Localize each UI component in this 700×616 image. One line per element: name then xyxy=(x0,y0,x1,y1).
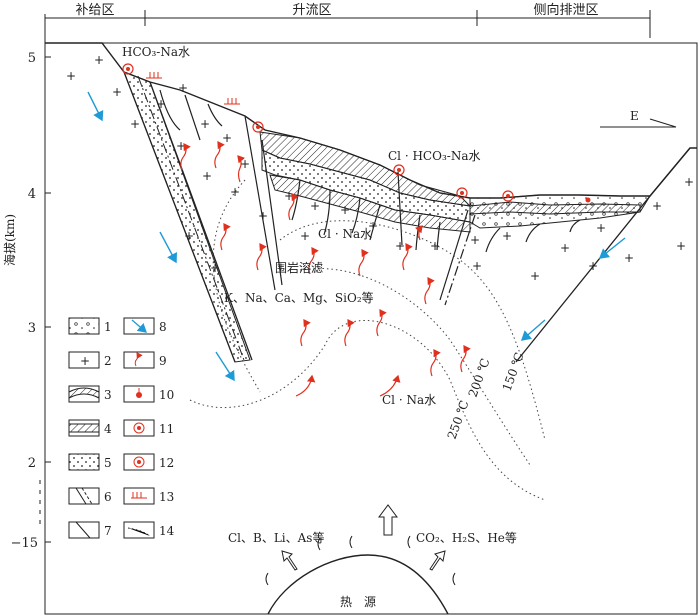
svg-text:6: 6 xyxy=(104,490,112,504)
svg-text:+: + xyxy=(200,117,210,131)
svg-text:+: + xyxy=(588,259,598,273)
y-axis-label: 海拔(km) xyxy=(2,214,17,266)
legend-numbers: 1 2 3 4 5 6 7 8 9 10 11 12 13 14 xyxy=(104,320,175,538)
isotherm-150: 150 ℃ xyxy=(500,351,527,394)
zone-upflow: 升流区 xyxy=(292,3,331,18)
svg-text:+: + xyxy=(222,131,232,145)
y-tick: −15 xyxy=(11,536,38,551)
svg-text:5: 5 xyxy=(104,456,112,470)
svg-text:+: + xyxy=(624,251,634,265)
svg-text:+: + xyxy=(240,157,250,171)
y-tick: 3 xyxy=(28,321,36,336)
svg-text:+: + xyxy=(560,241,570,255)
fault-line xyxy=(123,71,236,363)
svg-text:12: 12 xyxy=(159,456,174,470)
label-cl-na-upper: Cl · Na水 xyxy=(318,227,372,241)
svg-text:8: 8 xyxy=(159,320,167,334)
svg-text:+: + xyxy=(94,53,104,67)
deep-arrows xyxy=(265,504,456,586)
svg-text:10: 10 xyxy=(159,388,174,402)
svg-text:+: + xyxy=(284,189,294,203)
label-deep-right: CO₂、H₂S、He等 xyxy=(416,531,517,545)
layer-hatched-east xyxy=(469,201,641,215)
svg-text:2: 2 xyxy=(104,354,112,368)
svg-text:9: 9 xyxy=(159,354,167,368)
svg-text:+: + xyxy=(310,199,320,213)
direction-label: E xyxy=(630,109,639,123)
svg-text:+: + xyxy=(340,203,350,217)
svg-text:+: + xyxy=(502,229,512,243)
y-tick: 4 xyxy=(28,187,36,202)
label-leaching: 围岩溶滤 xyxy=(275,260,323,275)
faults-upflow xyxy=(159,89,581,306)
svg-text:+: + xyxy=(430,239,440,253)
fault-line-dashed xyxy=(137,75,245,361)
fault-line-east xyxy=(515,195,651,363)
svg-text:13: 13 xyxy=(159,490,174,504)
svg-text:3: 3 xyxy=(104,388,112,402)
svg-text:7: 7 xyxy=(104,524,112,538)
svg-text:+: + xyxy=(176,139,186,153)
svg-text:+: + xyxy=(368,219,378,233)
legend-cross-symbol: + xyxy=(80,354,90,368)
upflow-arrows xyxy=(180,141,471,397)
zone-recharge: 补给区 xyxy=(75,3,114,18)
label-cl-hco3-na: Cl · HCO₃-Na水 xyxy=(388,149,480,163)
svg-text:+: + xyxy=(652,199,662,213)
svg-text:+: + xyxy=(676,239,686,253)
svg-text:+: + xyxy=(112,85,122,99)
zone-bracket xyxy=(44,10,651,43)
fumarole-icons xyxy=(146,72,240,105)
spring-icons xyxy=(122,63,591,203)
frame xyxy=(44,42,698,615)
y-axis xyxy=(39,56,51,543)
label-elements: K、Na、Ca、Mg、SiO₂等 xyxy=(224,291,374,305)
svg-text:1: 1 xyxy=(104,320,112,334)
isotherm-200: 200 ℃ xyxy=(466,357,493,400)
svg-text:+: + xyxy=(530,269,540,283)
fault-line-east xyxy=(649,147,691,197)
isotherm-250: 250 ℃ xyxy=(445,399,472,442)
heat-source-label: 热 源 xyxy=(340,595,376,609)
recharge-flow-arrows xyxy=(87,91,626,382)
svg-text:+: + xyxy=(596,221,606,235)
label-deep-left: Cl、B、Li、As等 xyxy=(228,531,324,545)
svg-text:+: + xyxy=(66,69,76,83)
svg-text:+: + xyxy=(470,233,480,247)
label-hco3-na: HCO₃-Na水 xyxy=(122,45,190,59)
granite-crosses: +++ +++ +++ +++ +++ +++ +++ +++ +++ +++ … xyxy=(66,53,694,283)
svg-text:+: + xyxy=(230,185,240,199)
svg-text:+: + xyxy=(178,81,188,95)
svg-text:4: 4 xyxy=(104,422,112,436)
svg-text:+: + xyxy=(258,209,268,223)
svg-text:11: 11 xyxy=(159,422,174,436)
svg-text:+: + xyxy=(184,229,194,243)
svg-text:+: + xyxy=(395,239,405,253)
svg-text:+: + xyxy=(202,169,212,183)
svg-text:+: + xyxy=(472,259,482,273)
zone-lateral: 侧向排泄区 xyxy=(533,2,598,18)
svg-text:+: + xyxy=(156,97,166,111)
direction-arrow xyxy=(600,118,677,128)
legend xyxy=(68,317,155,539)
fault-line xyxy=(149,81,253,361)
svg-text:+: + xyxy=(684,175,694,189)
svg-text:14: 14 xyxy=(159,524,175,538)
heat-source-dome xyxy=(267,554,449,615)
svg-text:+: + xyxy=(300,229,310,243)
y-tick: 5 xyxy=(28,51,36,66)
isotherms xyxy=(189,179,546,501)
svg-text:+: + xyxy=(80,354,90,368)
svg-text:+: + xyxy=(130,117,140,131)
label-cl-na-lower: Cl · Na水 xyxy=(382,393,436,407)
svg-text:+: + xyxy=(210,261,220,275)
y-tick: 2 xyxy=(28,456,36,471)
